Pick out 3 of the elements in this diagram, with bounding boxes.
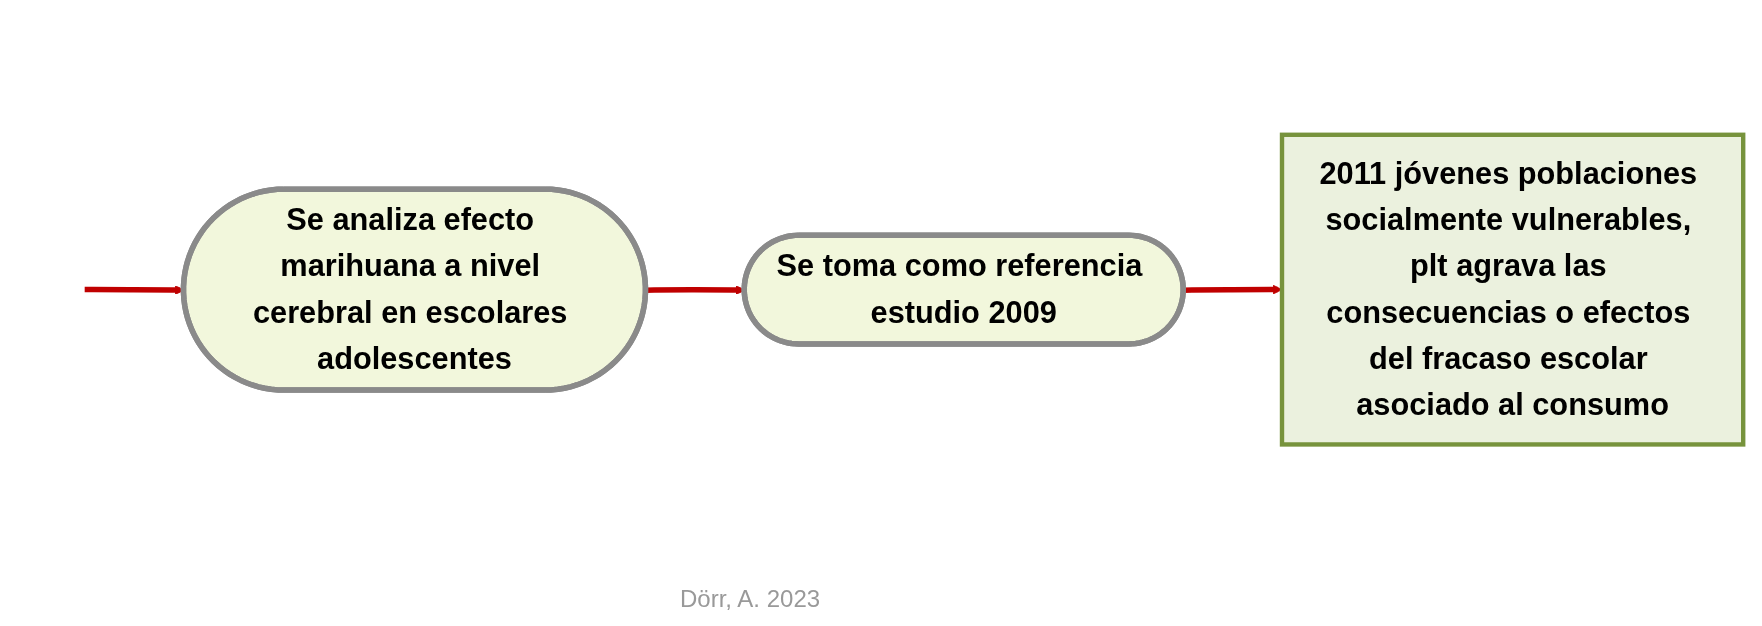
citation-text: Dörr, A. 2023 [680, 585, 821, 612]
arrow [1183, 285, 1283, 295]
node-box: 2011 jóvenes poblaciones socialmente vulnerables, plt agrava las consecuencias o efectos del fracaso escolar asociado al consumo [1279, 132, 1746, 447]
